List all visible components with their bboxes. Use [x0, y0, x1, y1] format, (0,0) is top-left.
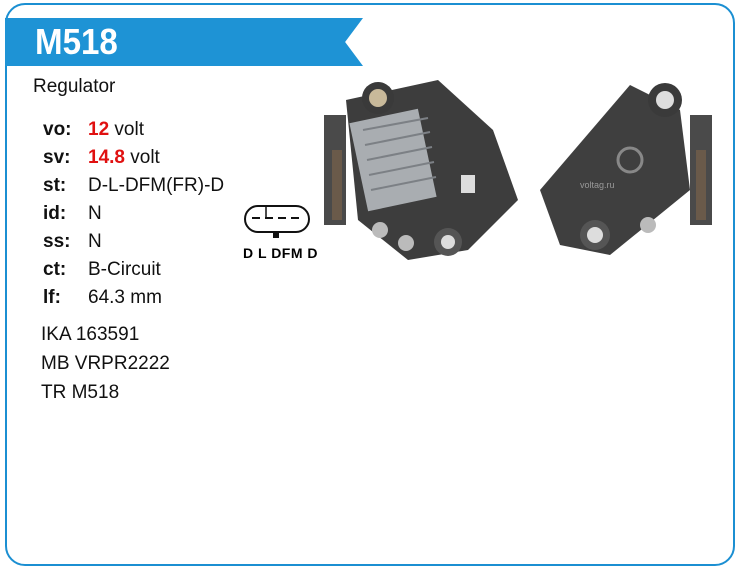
spec-value: B-Circuit: [88, 259, 161, 280]
spec-key: ct:: [43, 259, 67, 280]
spec-key: lf:: [43, 287, 61, 308]
spec-value: N: [88, 231, 102, 252]
cross-references: IKA 163591 MB VRPR2222 TR M518: [41, 320, 170, 407]
spec-unit: volt: [114, 119, 144, 140]
spec-value: 14.8: [88, 147, 125, 168]
spec-sv: sv: 14.8 volt: [43, 144, 224, 172]
watermark: voltag.ru: [580, 180, 615, 190]
spec-st: st: D-L-DFM(FR)-D: [43, 172, 224, 200]
spec-id: id: N: [43, 200, 224, 228]
spec-key: id:: [43, 203, 67, 224]
spec-value: N: [88, 203, 102, 224]
spec-key: ss:: [43, 231, 71, 252]
spec-key: vo:: [43, 119, 72, 140]
part-number-title: M518: [35, 21, 118, 62]
reference-item: IKA 163591: [41, 324, 140, 345]
reference-item: TR M518: [41, 382, 120, 403]
reference-item: MB VRPR2222: [41, 353, 170, 374]
spec-key: sv:: [43, 147, 71, 168]
spec-list: vo: 12 volt sv: 14.8 volt st: D-L-DFM(FR)-D…: [43, 116, 224, 312]
title-banner: [5, 18, 363, 66]
connector-pin-labels: D L DFM D: [243, 245, 319, 261]
part-type: Regulator: [33, 76, 116, 97]
spec-value: 12: [88, 119, 110, 140]
connector-diagram-icon: [244, 205, 310, 238]
spec-key: st:: [43, 175, 67, 196]
spec-vo: vo: 12 volt: [43, 116, 224, 144]
spec-ct: ct: B-Circuit: [43, 256, 224, 284]
spec-value: 64.3 mm: [88, 287, 162, 308]
regulator-photo-back: voltag.ru: [540, 83, 712, 255]
card-frame: [5, 3, 735, 566]
spec-ss: ss: N: [43, 228, 224, 256]
regulator-photo-front: [324, 80, 518, 260]
spec-value: D-L-DFM(FR)-D: [88, 175, 225, 196]
spec-lf: lf: 64.3 mm: [43, 284, 224, 312]
spec-unit: volt: [130, 147, 160, 168]
